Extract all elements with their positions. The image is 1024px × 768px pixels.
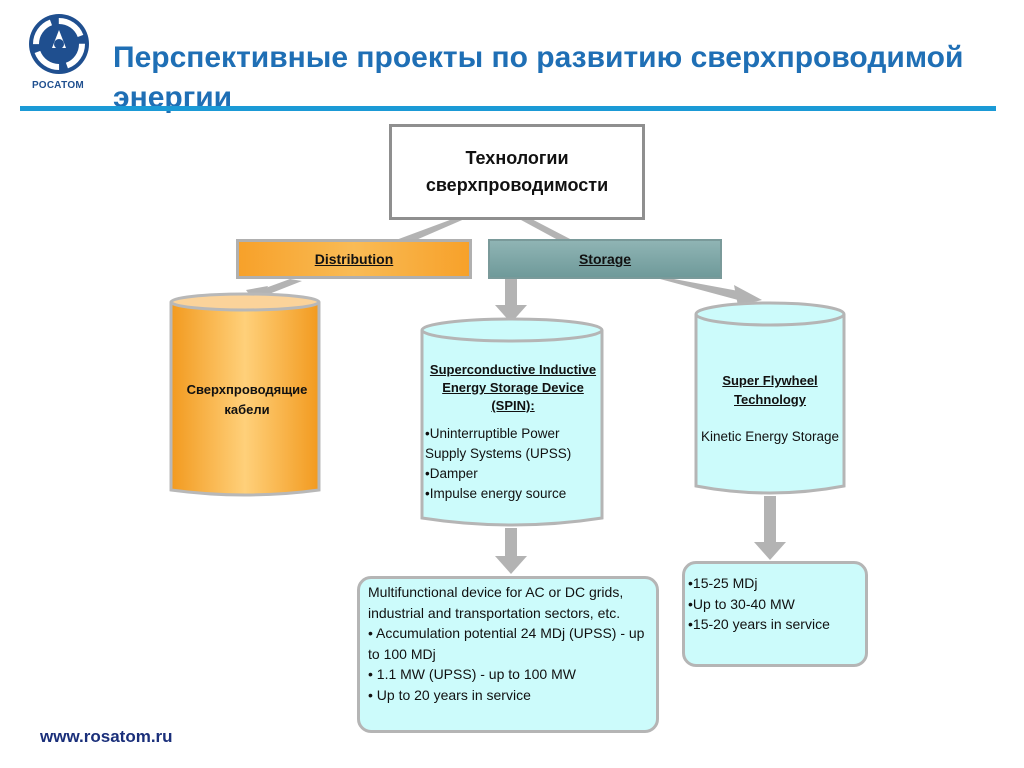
detail-line: Multifunctional device for AC or DC grid… bbox=[368, 584, 624, 621]
connector-root-distribution bbox=[396, 214, 476, 240]
distribution-branch: Distribution bbox=[236, 239, 472, 279]
connector-flywheel-details bbox=[764, 496, 776, 542]
flywheel-details-box bbox=[682, 561, 868, 667]
spin-cylinder-title: Superconductive Inductive Energy Storage… bbox=[429, 362, 597, 413]
flywheel-cylinder bbox=[694, 301, 846, 495]
footer-url-link[interactable]: www.rosatom.ru bbox=[40, 727, 173, 746]
cable-cylinder-label: Сверхпроводящие кабели bbox=[186, 382, 308, 417]
connector-distribution-cable bbox=[260, 279, 302, 296]
detail-line: • 1.1 MW (UPSS) - up to 100 MW bbox=[368, 666, 576, 682]
list-item: •Impulse energy source bbox=[425, 486, 567, 501]
storage-branch: Storage bbox=[488, 239, 722, 279]
arrow-head-spin bbox=[495, 305, 527, 323]
connector-storage-flywheel bbox=[660, 279, 744, 300]
rosatom-logo bbox=[28, 12, 90, 78]
rosatom-atom-icon bbox=[29, 14, 89, 74]
detail-line: •15-20 years in service bbox=[688, 616, 830, 632]
spin-details-box bbox=[357, 576, 659, 733]
detail-line: •Up to 30-40 MW bbox=[688, 595, 795, 612]
spin-cylinder bbox=[420, 317, 604, 527]
arrow-head-flywheel-details bbox=[754, 542, 786, 560]
detail-line: •15-25 MDj bbox=[688, 575, 758, 591]
arrow-head-spin-details bbox=[495, 556, 527, 574]
arrow-head-flywheel bbox=[734, 285, 762, 306]
list-item: •Uninterruptible Power Supply Systems (U… bbox=[425, 426, 572, 461]
list-item: •Damper bbox=[425, 466, 478, 481]
detail-line: • Up to 20 years in service bbox=[368, 686, 531, 703]
spin-cylinder-list: •Uninterruptible Power Supply Systems (U… bbox=[425, 424, 603, 504]
connector-root-storage bbox=[510, 214, 572, 240]
connector-spin-details bbox=[505, 528, 517, 558]
flywheel-cylinder-subtitle: Kinetic Energy Storage bbox=[700, 429, 840, 444]
title-divider bbox=[20, 106, 996, 111]
spin-details-text: Multifunctional device for AC or DC grid… bbox=[368, 582, 656, 705]
root-label: Технологии сверхпроводимости bbox=[425, 148, 609, 195]
detail-line: • Accumulation potential 24 MDj (UPSS) -… bbox=[368, 625, 645, 662]
root-technologies-box: Технологии сверхпроводимости bbox=[389, 124, 645, 220]
logo-text: РОСАТОМ bbox=[31, 80, 85, 91]
flywheel-details-text: •15-25 MDj •Up to 30-40 MW •15-20 years … bbox=[688, 573, 864, 635]
connector-storage-spin bbox=[505, 279, 517, 307]
cable-cylinder bbox=[169, 292, 321, 497]
flywheel-cylinder-title: Super Flywheel Technology bbox=[722, 373, 818, 407]
